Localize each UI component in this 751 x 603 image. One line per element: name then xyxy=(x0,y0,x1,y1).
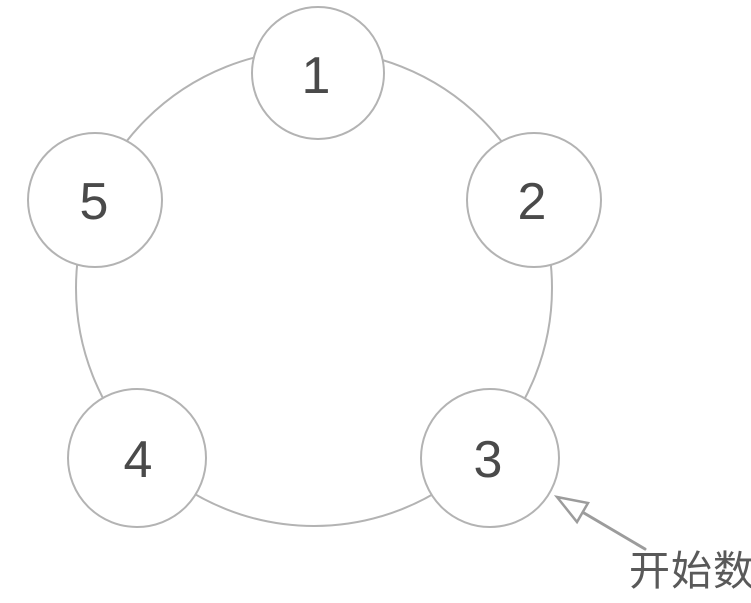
node-label-1: 1 xyxy=(301,47,331,105)
node-label-3: 3 xyxy=(473,431,503,489)
start-arrow xyxy=(553,495,647,551)
node-circle-1 xyxy=(251,6,385,140)
start-annotation-label: 开始数 xyxy=(629,547,751,595)
node-label-4: 4 xyxy=(123,431,153,489)
node-circle-4 xyxy=(67,388,207,528)
node-circle-2 xyxy=(466,132,602,268)
node-label-2: 2 xyxy=(517,173,547,231)
arrow-head-icon xyxy=(553,495,590,525)
node-label-5: 5 xyxy=(79,173,109,231)
node-circle-3 xyxy=(420,388,560,528)
node-circle-5 xyxy=(27,132,163,268)
arrow-shaft xyxy=(582,511,647,551)
